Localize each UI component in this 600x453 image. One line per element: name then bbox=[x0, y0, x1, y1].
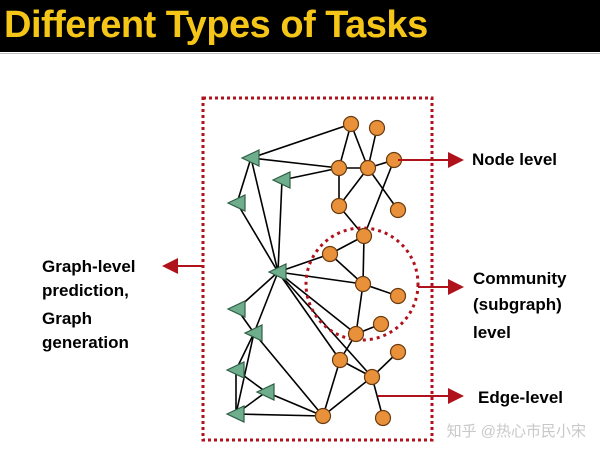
graph-edge bbox=[277, 271, 373, 378]
graph-level-box bbox=[201, 96, 434, 442]
triangle-node bbox=[255, 383, 275, 401]
triangle-node bbox=[226, 194, 246, 212]
community-label-line-1: Community bbox=[473, 269, 567, 288]
community-level-label: Community (subgraph) level bbox=[473, 268, 567, 344]
triangle-node bbox=[225, 405, 245, 423]
graph-edge bbox=[250, 123, 352, 159]
graph-edge bbox=[277, 179, 283, 273]
circle-node bbox=[342, 115, 360, 133]
node-level-label: Node level bbox=[472, 150, 558, 169]
graph-edge bbox=[281, 167, 340, 181]
graph-edge bbox=[322, 359, 341, 417]
edge-level-label: Edge-level bbox=[478, 388, 564, 407]
graph-edge bbox=[250, 157, 279, 273]
circle-node bbox=[389, 201, 407, 219]
graph-edge bbox=[277, 253, 331, 273]
circle-node bbox=[330, 159, 348, 177]
graph-edge bbox=[322, 376, 373, 417]
triangle-node bbox=[267, 263, 287, 281]
graph-label-line-4: generation bbox=[42, 333, 129, 352]
graph-edge bbox=[253, 271, 279, 334]
graph-edge bbox=[277, 271, 364, 285]
triangle-node bbox=[243, 324, 263, 342]
circle-node bbox=[359, 159, 377, 177]
graph-edge bbox=[253, 332, 324, 417]
title-divider bbox=[0, 53, 600, 54]
graph-level-label: Graph-level prediction, Graph generation bbox=[42, 256, 136, 354]
circle-node bbox=[389, 343, 407, 361]
circle-node bbox=[314, 407, 332, 425]
graph-edge bbox=[277, 271, 357, 335]
circle-node bbox=[372, 315, 390, 333]
graph-edge bbox=[277, 271, 341, 361]
triangle-node bbox=[225, 361, 245, 379]
graph-edge bbox=[235, 413, 324, 417]
circle-node bbox=[368, 119, 386, 137]
title-bar: Different Types of Tasks bbox=[0, 0, 600, 52]
community-circle bbox=[304, 226, 420, 342]
circle-node bbox=[374, 409, 392, 427]
triangle-node bbox=[226, 300, 246, 318]
circle-node bbox=[330, 197, 348, 215]
graph-edge bbox=[363, 159, 395, 237]
graph-edge bbox=[235, 332, 255, 415]
community-label-line-2: (subgraph) bbox=[473, 295, 562, 314]
graph-nodes bbox=[225, 115, 407, 427]
slide-title: Different Types of Tasks bbox=[4, 4, 428, 46]
watermark: 知乎 @热心市民小宋 bbox=[446, 423, 586, 440]
circle-node bbox=[363, 368, 381, 386]
triangle-node bbox=[271, 171, 291, 189]
graph-edge bbox=[236, 202, 279, 273]
graph-label-line-1: Graph-level bbox=[42, 257, 136, 276]
circle-node bbox=[355, 227, 373, 245]
graph-label-line-2: prediction, bbox=[42, 281, 129, 300]
graph-edge bbox=[250, 157, 340, 169]
circle-node bbox=[347, 325, 365, 343]
community-label-line-3: level bbox=[473, 323, 511, 342]
graph-edge bbox=[236, 157, 252, 204]
graph-edge bbox=[355, 283, 364, 335]
circle-node bbox=[354, 275, 372, 293]
circle-node bbox=[321, 245, 339, 263]
graph-label-line-3: Graph bbox=[42, 309, 93, 328]
graph-edge bbox=[265, 391, 324, 417]
circle-node bbox=[331, 351, 349, 369]
circle-node bbox=[389, 287, 407, 305]
triangle-node bbox=[240, 149, 260, 167]
